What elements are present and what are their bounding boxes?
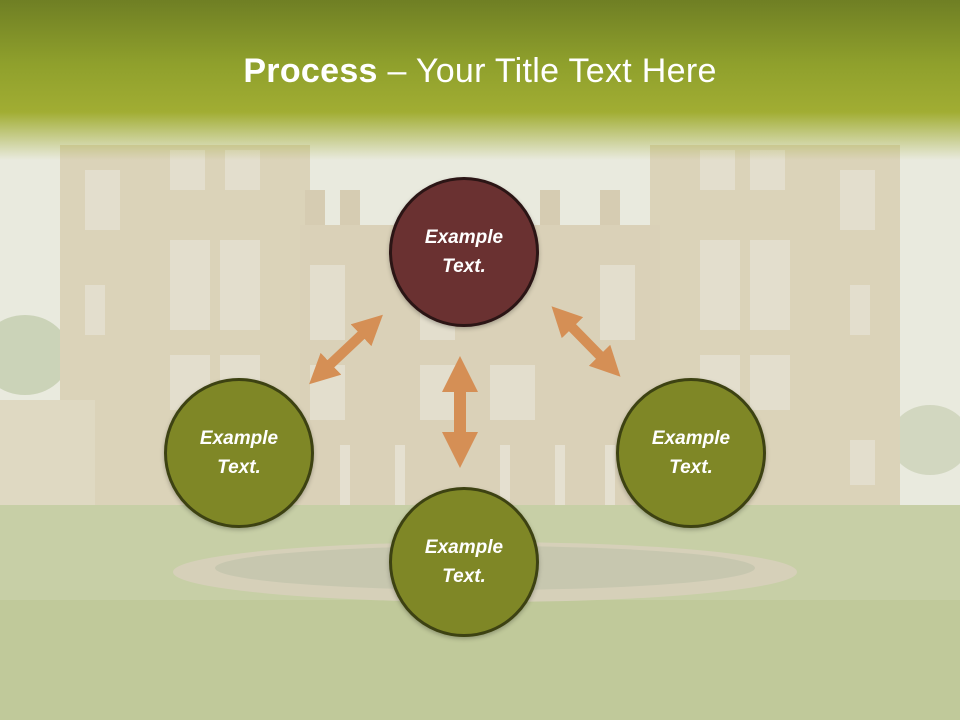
- node-center: Example Text.: [389, 177, 539, 327]
- title-bar: [0, 0, 960, 160]
- slide-title: Process – Your Title Text Here: [0, 52, 960, 91]
- node-bottom-text: Example Text.: [424, 537, 504, 587]
- node-bottom: Example Text.: [389, 487, 539, 637]
- title-bold: Process: [243, 52, 378, 90]
- node-left: Example Text.: [164, 378, 314, 528]
- node-left-text: Example Text.: [199, 428, 279, 478]
- title-rest: – Your Title Text Here: [377, 52, 717, 90]
- node-center-text: Example Text.: [424, 227, 504, 277]
- arrow-center-right: [551, 306, 621, 377]
- arrow-center-left: [309, 314, 383, 385]
- node-right: Example Text.: [616, 378, 766, 528]
- node-right-text: Example Text.: [651, 428, 731, 478]
